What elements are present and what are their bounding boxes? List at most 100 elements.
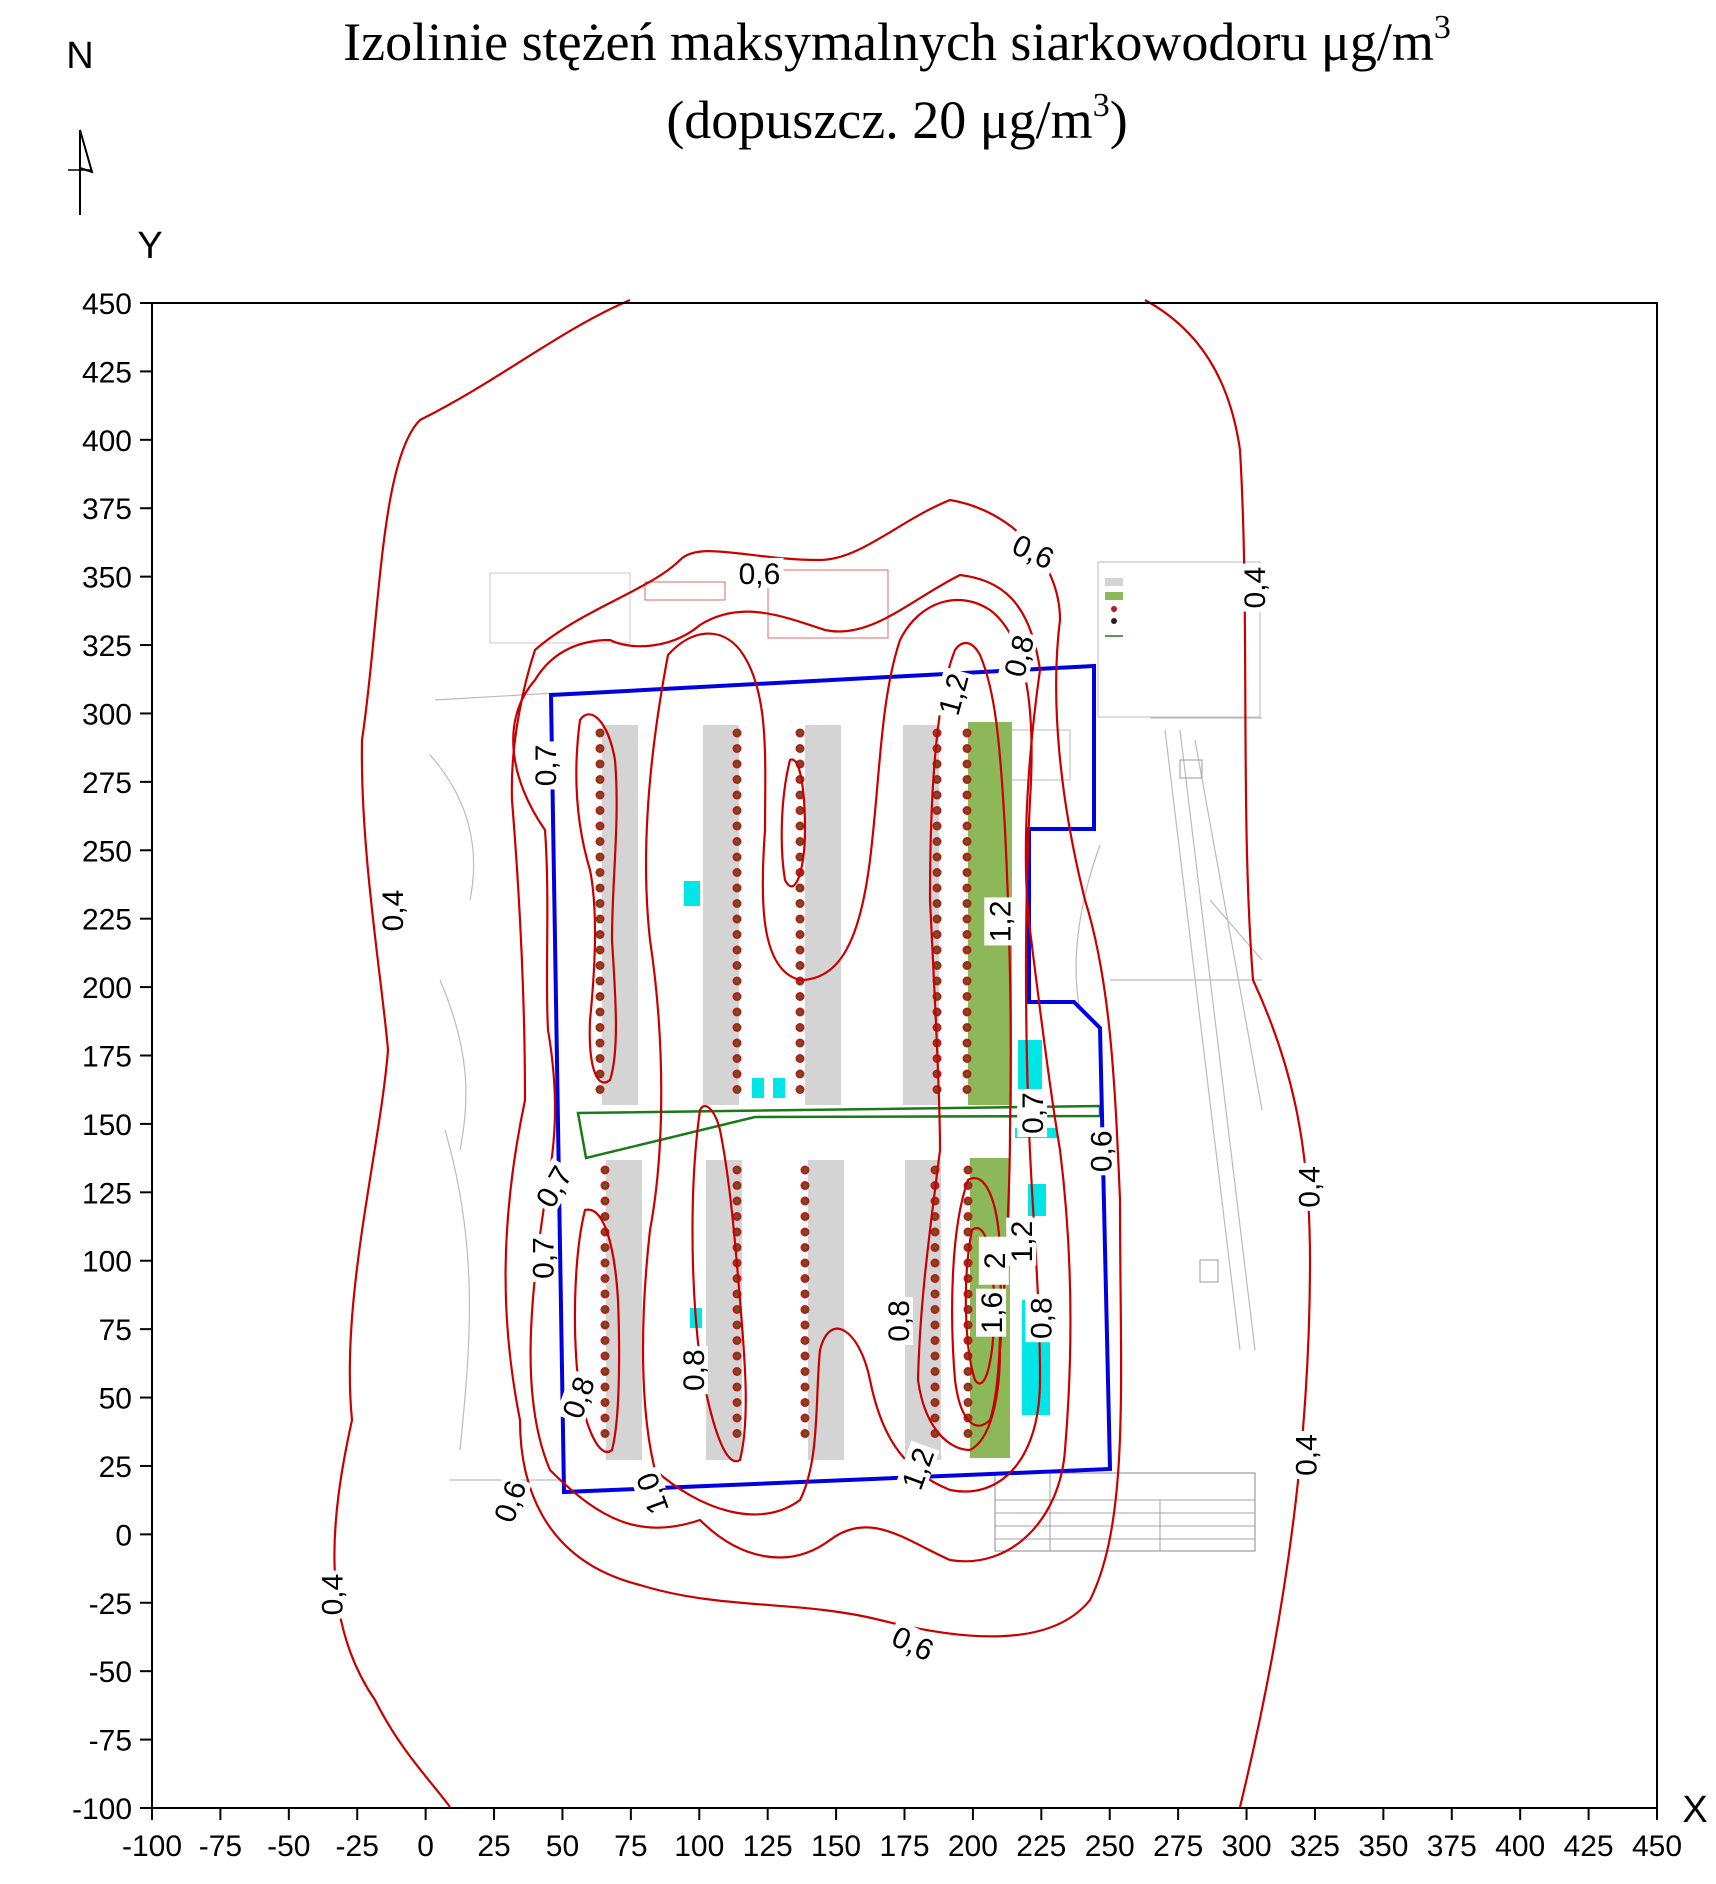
ventilator-dot-core bbox=[935, 824, 939, 828]
x-tick-label: 125 bbox=[743, 1830, 793, 1863]
ventilator-dot-core bbox=[598, 901, 602, 906]
ventilator-dot-core bbox=[735, 1323, 739, 1327]
ventilator-dot-core bbox=[798, 824, 802, 828]
x-tick-label: 400 bbox=[1495, 1830, 1545, 1863]
ventilator-dot-core bbox=[803, 1261, 807, 1265]
ventilator-dot-core bbox=[798, 886, 802, 890]
ventilator-dot-core bbox=[798, 762, 802, 766]
x-tick-label: 450 bbox=[1632, 1830, 1682, 1863]
ventilator-dot-core bbox=[798, 1025, 802, 1030]
isoline-label-bg bbox=[528, 1158, 579, 1215]
ventilator-dot-core bbox=[935, 839, 939, 844]
ventilator-dot-core bbox=[965, 886, 969, 890]
ventilator-dot-core bbox=[735, 1292, 739, 1296]
ventilator-dot-core bbox=[965, 1010, 969, 1014]
ventilator-dot-core bbox=[935, 793, 939, 797]
x-tick-label: -50 bbox=[267, 1830, 310, 1863]
ventilator-dot-core bbox=[966, 1369, 970, 1374]
ventilator-dot-core bbox=[735, 1214, 739, 1219]
isoline-label: 0,7 bbox=[530, 1161, 579, 1214]
ventilator-dot-core bbox=[603, 1276, 607, 1281]
map-title-line2: (dopuszcz. 20 μg/m3) bbox=[666, 87, 1127, 150]
ventilator-dot-core bbox=[965, 746, 969, 751]
ventilator-dot-core bbox=[735, 901, 739, 906]
y-tick-label: -75 bbox=[89, 1725, 132, 1758]
ventilator-dot-core bbox=[798, 1041, 802, 1045]
isoline-label-bg bbox=[530, 741, 561, 790]
y-tick-label: 125 bbox=[82, 1177, 132, 1210]
ventilator-dot-core bbox=[603, 1338, 607, 1343]
isoline-label-bg bbox=[1006, 1217, 1037, 1266]
ventilator-dot-core bbox=[735, 1168, 739, 1172]
x-tick-label: 275 bbox=[1153, 1830, 1203, 1863]
x-tick-label: 50 bbox=[546, 1830, 579, 1863]
ventilator-dot-core bbox=[965, 793, 969, 797]
isoline-label: 0,6 bbox=[739, 558, 781, 591]
isoline-label-bg bbox=[735, 557, 784, 588]
x-tick-label: 0 bbox=[417, 1830, 434, 1863]
ventilator-dot-core bbox=[735, 886, 739, 890]
ventilator-dot-core bbox=[735, 1400, 739, 1405]
ventilator-dot-core bbox=[735, 948, 739, 952]
isoline-label-bg bbox=[894, 1440, 940, 1497]
ventilator-dot-core bbox=[598, 855, 602, 859]
isoline-label: 0,8 bbox=[678, 1349, 711, 1391]
ventilator-dot-core bbox=[933, 1323, 937, 1327]
x-tick-label: -100 bbox=[122, 1830, 182, 1863]
y-tick-label: 400 bbox=[82, 425, 132, 458]
ventilator-dot-core bbox=[735, 1385, 739, 1389]
ventilator-dot-core bbox=[965, 917, 969, 921]
building bbox=[808, 1160, 844, 1460]
isoline-label-bg bbox=[984, 897, 1015, 946]
ventilator-dot-core bbox=[735, 1056, 739, 1061]
isoline-label: 0,6 bbox=[1086, 1130, 1119, 1172]
ventilator-dot-core bbox=[598, 948, 602, 952]
ventilator-dot-core bbox=[735, 1087, 739, 1092]
ventilator-dot-core bbox=[965, 762, 969, 766]
isoline-label: 1,2 bbox=[1006, 1221, 1039, 1263]
ventilator-dot-core bbox=[933, 1214, 937, 1219]
y-axis-ticks: 4504254003753503253002752502252001751501… bbox=[72, 288, 152, 1826]
isoline-label-bg bbox=[555, 1369, 601, 1425]
ventilator-dot-core bbox=[735, 1338, 739, 1343]
ventilator-dot-core bbox=[966, 1400, 970, 1405]
ventilator-dot-core bbox=[803, 1400, 807, 1405]
ventilator-dot-core bbox=[735, 839, 739, 844]
isoline-label: 0,4 bbox=[1291, 1434, 1324, 1476]
ventilator-dot-core bbox=[598, 1087, 602, 1092]
ventilator-dot-core bbox=[803, 1323, 807, 1327]
ventilator-dot-core bbox=[965, 1041, 969, 1045]
ventilator-dot-core bbox=[735, 979, 739, 983]
isoline-label-bg bbox=[1025, 1294, 1056, 1343]
ventilator-dot-core bbox=[735, 1431, 739, 1436]
isoline-label-bg bbox=[883, 1296, 914, 1345]
ventilator-dot-core bbox=[935, 948, 939, 952]
ventilator-dot-core bbox=[803, 1416, 807, 1420]
ventilator-dot-core bbox=[735, 917, 739, 921]
ventilator-dot-core bbox=[798, 917, 802, 921]
ventilator-dot-core bbox=[598, 870, 602, 875]
buildings bbox=[602, 722, 1012, 1460]
y-axis-label: Y bbox=[137, 225, 162, 267]
isolines bbox=[333, 298, 1312, 1808]
isoline-label: 1,2 bbox=[984, 901, 1017, 943]
ventilator-dot-core bbox=[933, 1276, 937, 1281]
y-tick-label: 250 bbox=[82, 835, 132, 868]
ventilator-dot-core bbox=[803, 1385, 807, 1389]
ventilator-dot-core bbox=[803, 1183, 807, 1188]
isoline-label: 0,8 bbox=[999, 632, 1042, 681]
ventilator-dot-core bbox=[803, 1338, 807, 1343]
ventilator-dot-core bbox=[933, 1168, 937, 1172]
ventilator-dot-core bbox=[798, 1056, 802, 1061]
x-tick-label: 250 bbox=[1085, 1830, 1135, 1863]
ventilator-dot-core bbox=[603, 1416, 607, 1420]
ventilator-dot-core bbox=[735, 762, 739, 766]
ventilator-dot-core bbox=[603, 1354, 607, 1358]
ventilator-dot-core bbox=[965, 731, 969, 735]
ventilator-dot-core bbox=[933, 1230, 937, 1234]
ventilator-dot-core bbox=[798, 839, 802, 844]
ventilator-dot-core bbox=[598, 1010, 602, 1014]
y-tick-label: 325 bbox=[82, 630, 132, 663]
